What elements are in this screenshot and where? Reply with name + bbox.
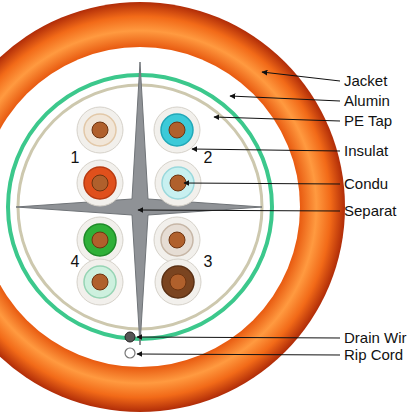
drain-wire: [125, 332, 135, 342]
rip-cord: [125, 348, 135, 358]
pair-halos: [77, 107, 201, 305]
pair-number: 2: [204, 149, 213, 167]
part-label: PE Tap: [344, 112, 392, 130]
part-label: Condu: [344, 175, 388, 193]
leader-lines: [137, 72, 340, 355]
conductors: [92, 122, 186, 290]
jacket-inner: [0, 47, 300, 367]
part-label: Rip Cord: [344, 346, 403, 364]
part-label: Separat: [344, 202, 397, 220]
part-label: Jacket: [344, 72, 387, 90]
insulation: [84, 114, 194, 298]
part-label: Drain Wir: [344, 329, 407, 347]
part-label: Alumin: [344, 92, 390, 110]
part-label: Insulat: [344, 142, 388, 160]
separator: [16, 62, 262, 345]
pair-number: 4: [71, 253, 80, 271]
pair-number: 1: [71, 149, 80, 167]
pair-number: 3: [204, 253, 213, 271]
jacket: [0, 2, 345, 412]
